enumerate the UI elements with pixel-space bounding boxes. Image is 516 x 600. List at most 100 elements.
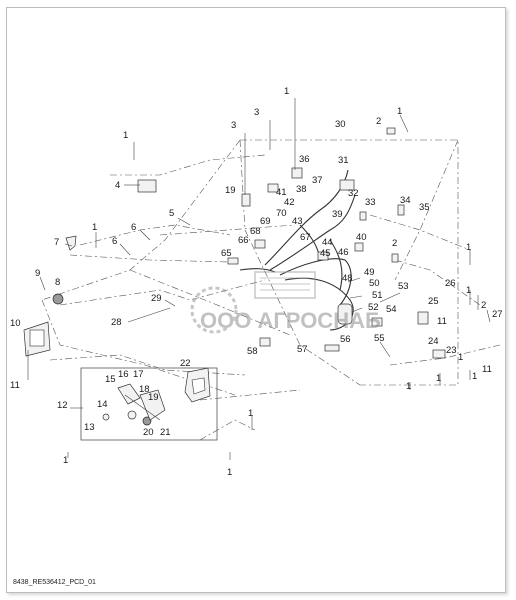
callout-33: 33 bbox=[365, 197, 376, 208]
callout-1: 1 bbox=[227, 467, 232, 478]
callout-14: 14 bbox=[97, 399, 108, 410]
callout-50: 50 bbox=[369, 278, 380, 289]
callout-2: 2 bbox=[481, 300, 486, 311]
callout-17: 17 bbox=[133, 369, 144, 380]
callout-38: 38 bbox=[296, 184, 307, 195]
detail-box-12 bbox=[80, 367, 218, 441]
callout-49: 49 bbox=[364, 267, 375, 278]
callout-11: 11 bbox=[10, 380, 20, 391]
callout-51: 51 bbox=[372, 290, 383, 301]
callout-2: 2 bbox=[376, 116, 381, 127]
connector-2-mid bbox=[391, 253, 399, 263]
main-frame-outline bbox=[41, 139, 459, 401]
callout-65: 65 bbox=[221, 248, 232, 259]
callout-48: 48 bbox=[342, 273, 353, 284]
bracket-4 bbox=[137, 179, 157, 193]
sensor-assembly bbox=[117, 383, 166, 421]
grommet-8 bbox=[52, 293, 64, 305]
callout-22: 22 bbox=[180, 358, 191, 369]
callout-21: 21 bbox=[160, 427, 171, 438]
callout-67: 67 bbox=[300, 232, 311, 243]
callout-1: 1 bbox=[397, 106, 402, 117]
callout-52: 52 bbox=[368, 302, 379, 313]
callout-2: 2 bbox=[392, 238, 397, 249]
callout-1: 1 bbox=[466, 285, 471, 296]
callout-18: 18 bbox=[139, 384, 150, 395]
callout-69: 69 bbox=[260, 216, 271, 227]
watermark-text: ООО АГРОСНАБ bbox=[200, 308, 381, 333]
callout-20: 20 bbox=[143, 427, 154, 438]
callout-3: 3 bbox=[231, 120, 236, 131]
connector-40 bbox=[354, 242, 364, 252]
callout-66: 66 bbox=[238, 235, 249, 246]
components bbox=[52, 127, 446, 426]
part-23 bbox=[432, 349, 446, 359]
callout-6: 6 bbox=[112, 236, 117, 247]
callout-1: 1 bbox=[92, 222, 97, 233]
callout-1: 1 bbox=[406, 381, 411, 392]
callout-53: 53 bbox=[398, 281, 409, 292]
callout-16: 16 bbox=[118, 369, 129, 380]
bracket-10 bbox=[23, 321, 51, 357]
callout-19: 19 bbox=[148, 392, 159, 403]
callout-11: 11 bbox=[437, 316, 447, 327]
connector-32 bbox=[339, 179, 355, 191]
callout-1: 1 bbox=[63, 455, 68, 466]
callout-56: 56 bbox=[340, 334, 351, 345]
callout-42: 42 bbox=[284, 197, 295, 208]
clip-54 bbox=[371, 317, 383, 327]
diagram-page bbox=[6, 7, 506, 593]
callout-10: 10 bbox=[10, 318, 21, 329]
callout-1: 1 bbox=[458, 352, 463, 363]
callout-58: 58 bbox=[247, 346, 258, 357]
callout-44: 44 bbox=[322, 237, 333, 248]
callout-41: 41 bbox=[276, 187, 287, 198]
callout-31: 31 bbox=[338, 155, 349, 166]
callout-13: 13 bbox=[84, 422, 95, 433]
callout-1: 1 bbox=[472, 371, 477, 382]
callout-40: 40 bbox=[356, 232, 367, 243]
callout-28: 28 bbox=[111, 317, 122, 328]
callout-26: 26 bbox=[445, 278, 456, 289]
callout-70: 70 bbox=[276, 208, 287, 219]
connector-19 bbox=[241, 193, 251, 207]
callout-5: 5 bbox=[169, 208, 174, 219]
connector-33 bbox=[359, 211, 367, 221]
bracket-22 bbox=[184, 367, 211, 403]
callout-19: 19 bbox=[225, 185, 236, 196]
callout-39: 39 bbox=[332, 209, 343, 220]
callout-55: 55 bbox=[374, 333, 385, 344]
callout-30: 30 bbox=[335, 119, 346, 130]
callout-29: 29 bbox=[151, 293, 162, 304]
clip-56 bbox=[324, 344, 340, 352]
callout-1: 1 bbox=[248, 408, 253, 419]
callout-43: 43 bbox=[292, 216, 303, 227]
callout-3: 3 bbox=[254, 107, 259, 118]
connector-52 bbox=[337, 303, 353, 325]
callout-6: 6 bbox=[131, 222, 136, 233]
callout-57: 57 bbox=[297, 344, 308, 355]
callout-37: 37 bbox=[312, 175, 323, 186]
callout-36: 36 bbox=[299, 154, 310, 165]
callout-23: 23 bbox=[446, 345, 457, 356]
part-25 bbox=[417, 311, 429, 325]
clip-58 bbox=[259, 337, 271, 347]
callout-4: 4 bbox=[115, 180, 120, 191]
callout-45: 45 bbox=[320, 248, 331, 259]
washer-14 bbox=[127, 410, 137, 420]
callout-46: 46 bbox=[338, 247, 349, 258]
drawing-code: 8438_RE536412_PCD_01 bbox=[13, 579, 96, 586]
leader-lines bbox=[27, 98, 491, 460]
callout-32: 32 bbox=[348, 188, 359, 199]
callout-15: 15 bbox=[105, 374, 116, 385]
callout-7: 7 bbox=[54, 237, 59, 248]
callout-54: 54 bbox=[386, 304, 397, 315]
callout-1: 1 bbox=[466, 242, 471, 253]
watermark-logo: ООО АГРОСНАБ bbox=[190, 271, 381, 334]
callout-25: 25 bbox=[428, 296, 439, 307]
connector-45 bbox=[317, 251, 329, 261]
callout-8: 8 bbox=[55, 277, 60, 288]
callout-1: 1 bbox=[436, 373, 441, 384]
callout-27: 27 bbox=[492, 309, 503, 320]
